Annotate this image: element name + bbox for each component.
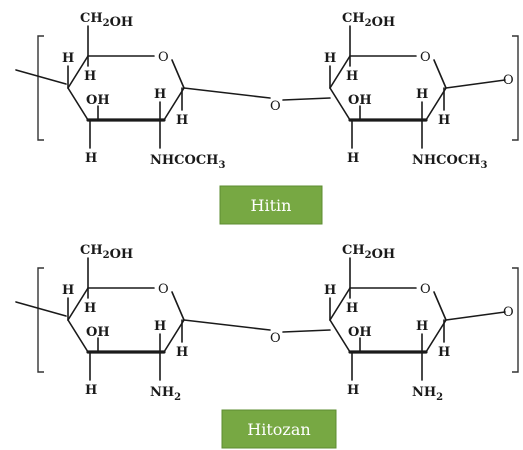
ring-bond [433,59,447,89]
h-label: H [154,87,166,102]
ring-bond [67,55,89,89]
h-label: H [416,319,428,334]
glycosidic-bond [183,87,271,99]
h-label: H [347,383,359,398]
chain-bond [445,79,506,89]
h-label: H [438,113,450,128]
ring-bond [329,87,351,121]
h-label: H [154,319,166,334]
ring-bond [171,291,185,321]
name-label-box [219,185,323,225]
oh-label: OH [348,93,372,108]
oh-label: OH [348,325,372,340]
bridge-oxygen: O [270,99,281,114]
substituent-label: NHCOCH3 [150,153,225,171]
structure-hitin: OCH2OHHHOHHHNHCOCH3HOCH2OHHHOHHHNHCOCH3H… [15,11,519,225]
bracket-left [37,267,44,373]
h-label: H [62,283,74,298]
glycosidic-bond [282,97,331,101]
h-label: H [346,69,358,84]
ch2oh-label: CH2OH [342,243,395,262]
name-label-box [221,409,337,449]
h-label: H [346,301,358,316]
ring-bond [329,287,351,321]
h-label: H [324,283,336,298]
substituent-label: NH2 [150,385,181,403]
h-label: H [324,51,336,66]
h-label: H [84,69,96,84]
h-label: H [176,113,188,128]
ring-oxygen: O [420,50,431,65]
ch2oh-label: CH2OH [342,11,395,30]
h-label: H [347,151,359,166]
substituent-label: NHCOCH3 [412,153,487,171]
ring-oxygen: O [158,282,169,297]
oh-label: OH [86,325,110,340]
chain-oxygen: O [503,73,514,88]
chain-bond [15,69,67,85]
h-label: H [84,301,96,316]
ch2oh-label: CH2OH [80,11,133,30]
chain-bond [445,311,506,321]
h-label: H [416,87,428,102]
h-label: H [85,151,97,166]
h-label: H [438,345,450,360]
ring-bond [67,87,89,121]
ring-bond [329,55,351,89]
glycosidic-bond [183,319,271,331]
bracket-right [512,267,519,373]
ring-bond [425,87,447,121]
chain-oxygen: O [503,305,514,320]
ring-oxygen: O [420,282,431,297]
h-label: H [176,345,188,360]
ring-bond [171,59,185,89]
bracket-left [37,35,44,141]
ring-bond [67,287,89,321]
ring-bond [425,319,447,353]
bridge-oxygen: O [270,331,281,346]
ring-bond [163,319,185,353]
ring-bond [67,319,89,353]
name-label: Hitozan [247,420,310,439]
ring-bond [433,291,447,321]
ch2oh-label: CH2OH [80,243,133,262]
glycosidic-bond [282,329,331,333]
chain-bond [15,301,67,317]
ring-oxygen: O [158,50,169,65]
h-label: H [62,51,74,66]
name-label: Hitin [251,196,292,215]
bracket-right [512,35,519,141]
substituent-label: NH2 [412,385,443,403]
structure-hitozan: OCH2OHHHOHHHNH2HOCH2OHHHOHHHNH2HOOHitoza… [15,243,519,449]
h-label: H [85,383,97,398]
oh-label: OH [86,93,110,108]
ring-bond [329,319,351,353]
ring-bond [163,87,185,121]
